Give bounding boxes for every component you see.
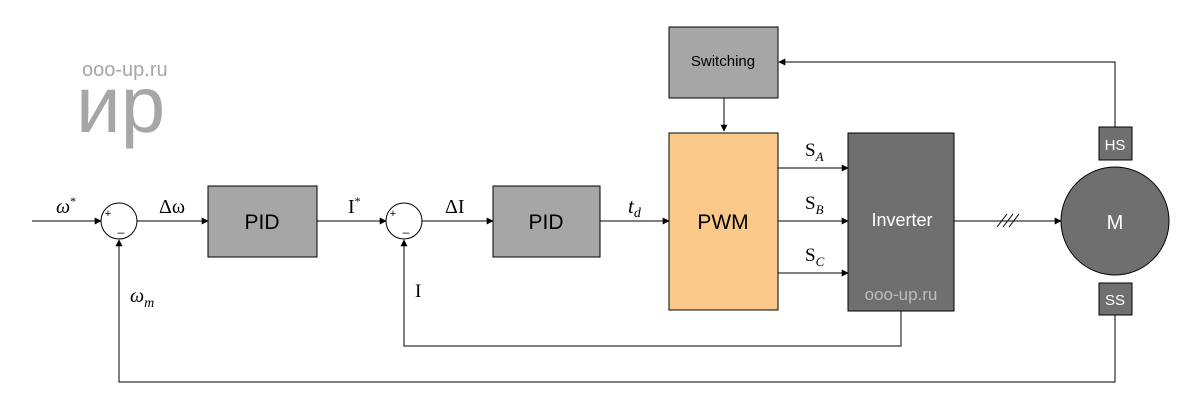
current-ref-label: I*: [348, 194, 361, 218]
three-phase-tick-1: [996, 213, 1008, 228]
speed-sensor-block: SS: [1098, 282, 1133, 316]
current-feedback-label: I: [415, 281, 421, 302]
speed-error-label: Δω: [159, 196, 185, 218]
signal-lines: [32, 58, 1116, 383]
duty-label: td: [628, 194, 642, 221]
speed-ref-label: ω*: [56, 194, 76, 218]
motor: M: [1060, 166, 1170, 276]
watermark-site: ooo-up.ru: [82, 59, 168, 81]
speed-sensor-label: SS: [1105, 292, 1125, 309]
inverter-label: Inverter: [871, 210, 932, 230]
current-summer-plus: +: [390, 208, 396, 220]
current-summer: + _: [385, 202, 423, 240]
pid-current-block: PID: [492, 185, 601, 258]
current-error-label: ΔI: [445, 196, 465, 218]
pid-speed-block: PID: [207, 185, 318, 258]
switch-b-label: SB: [805, 193, 824, 217]
speed-summer-minus: _: [117, 220, 125, 234]
watermark-logo: ир: [76, 60, 165, 149]
switch-a-label: SA: [805, 140, 824, 164]
switching-label: Switching: [691, 53, 755, 70]
speed-summer: + _: [100, 202, 138, 240]
inverter-block: Inverter ooo-up.ru: [847, 132, 955, 312]
three-phase-tick-2: [1002, 213, 1014, 228]
pid-current-label: PID: [528, 211, 563, 234]
inverter-watermark: ooo-up.ru: [865, 285, 938, 304]
speed-feedback-line: [115, 239, 1116, 383]
pwm-label: PWM: [697, 211, 748, 234]
motor-label: M: [1107, 212, 1124, 234]
speed-feedback-label: ωm: [130, 285, 154, 311]
pid-speed-label: PID: [244, 211, 279, 234]
hall-sensor-label: HS: [1105, 137, 1126, 154]
switching-block: Switching: [668, 26, 779, 99]
speed-summer-plus: +: [105, 208, 111, 220]
pwm-block: PWM: [668, 132, 779, 311]
hall-sensor-block: HS: [1098, 126, 1133, 161]
current-feedback-line: [400, 239, 902, 347]
current-summer-minus: _: [402, 220, 410, 234]
switch-c-label: SC: [805, 245, 825, 269]
hall-feedback-line: [778, 58, 1116, 127]
three-phase-tick-3: [1008, 213, 1020, 228]
